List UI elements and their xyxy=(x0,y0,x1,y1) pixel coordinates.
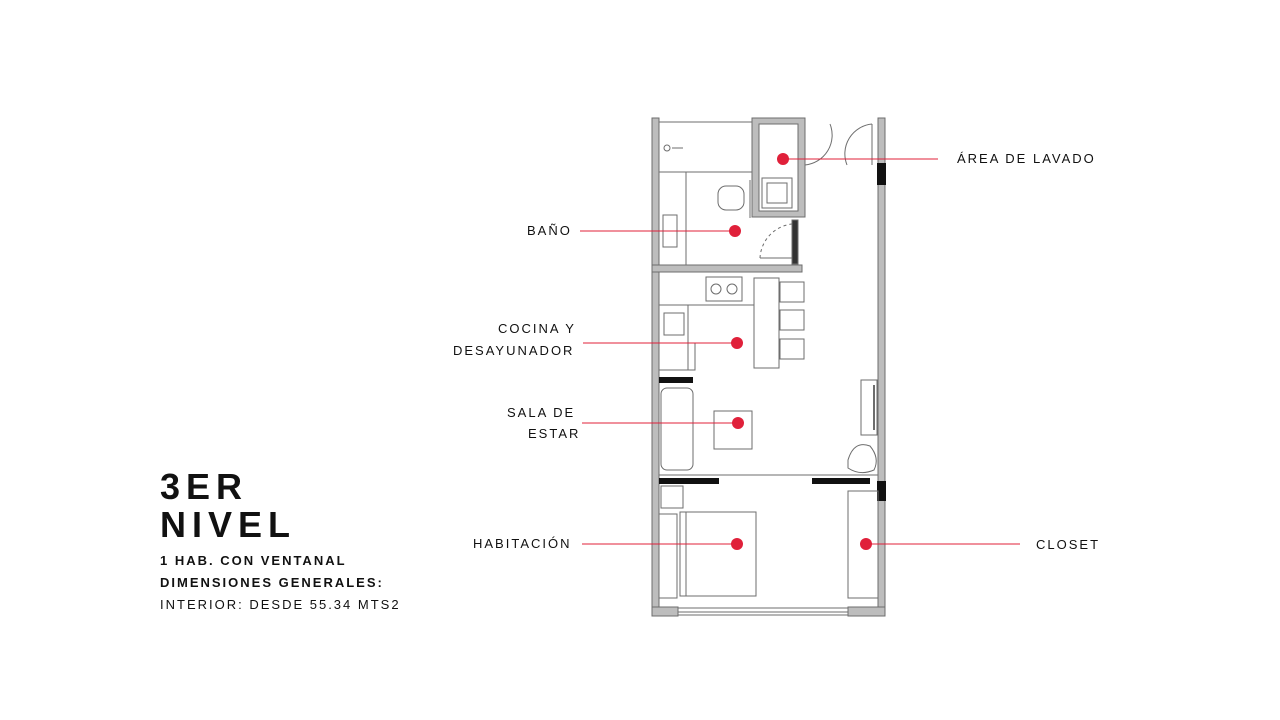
info-line2: DIMENSIONES GENERALES: xyxy=(160,575,384,590)
marker-closet xyxy=(860,538,872,550)
marker-bano xyxy=(729,225,741,237)
label-sala-line2: ESTAR xyxy=(528,426,581,441)
label-cocina-line2: DESAYUNADOR xyxy=(453,343,575,358)
bottom-wall-right xyxy=(847,606,886,617)
label-cocina-line1: COCINA Y xyxy=(498,321,576,336)
label-sala-line1: SALA DE xyxy=(507,405,576,420)
marker-lavado xyxy=(777,153,789,165)
marker-cocina xyxy=(731,337,743,349)
marker-sala xyxy=(732,417,744,429)
level-title: 3ER NIVEL xyxy=(160,468,296,544)
label-bano: BAÑO xyxy=(527,223,572,238)
left-wall xyxy=(651,117,660,617)
info-line3: INTERIOR: DESDE 55.34 MTS2 xyxy=(160,597,401,612)
bottom-wall-left xyxy=(651,606,679,617)
level-title-line1: 3ER xyxy=(160,466,249,507)
marker-habitacion xyxy=(731,538,743,550)
info-line1: 1 HAB. CON VENTANAL xyxy=(160,553,347,568)
label-lavado: ÁREA DE LAVADO xyxy=(957,151,1096,166)
level-title-line2: NIVEL xyxy=(160,504,297,545)
right-wall xyxy=(877,117,886,617)
label-habitacion: HABITACIÓN xyxy=(473,536,572,551)
label-closet: CLOSET xyxy=(1036,537,1101,552)
